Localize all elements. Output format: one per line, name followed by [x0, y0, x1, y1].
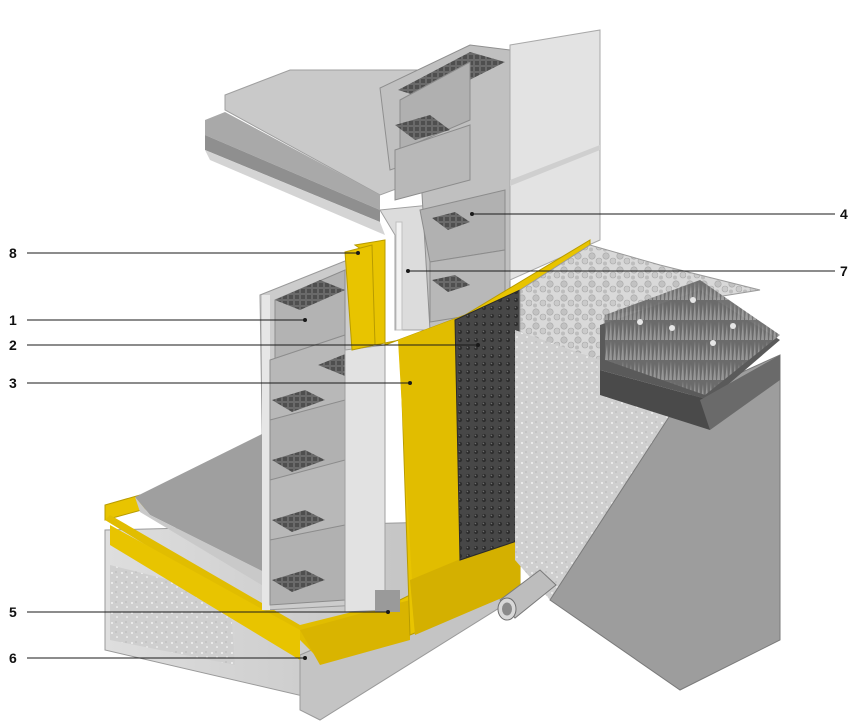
callout-leaders: [27, 212, 835, 660]
drainage-pipe: [497, 569, 557, 621]
callout-7: 7: [840, 263, 848, 279]
upper-wall-render: [509, 29, 601, 281]
callout-1: 1: [9, 312, 17, 328]
upper-floor-slab: [205, 69, 421, 235]
lower-masonry-block-wall: [259, 254, 400, 613]
callout-4: 4: [840, 206, 848, 222]
dimpled-drainage-membrane: [454, 289, 521, 561]
ground-soil-block: [549, 280, 781, 691]
basement-floor-slab: [135, 430, 270, 590]
vertical-waterproofing-membrane: [353, 239, 591, 636]
callout-3: 3: [9, 375, 17, 391]
upper-masonry-block-wall: [379, 44, 511, 331]
callout-2: 2: [9, 337, 17, 353]
callout-numbers: 4 8 7 1 2 3 5 6: [9, 206, 848, 666]
callout-8: 8: [9, 245, 17, 261]
flower-icons: [637, 297, 736, 346]
callout-6: 6: [9, 650, 17, 666]
callout-5: 5: [9, 604, 17, 620]
insulation-board: [379, 204, 431, 331]
